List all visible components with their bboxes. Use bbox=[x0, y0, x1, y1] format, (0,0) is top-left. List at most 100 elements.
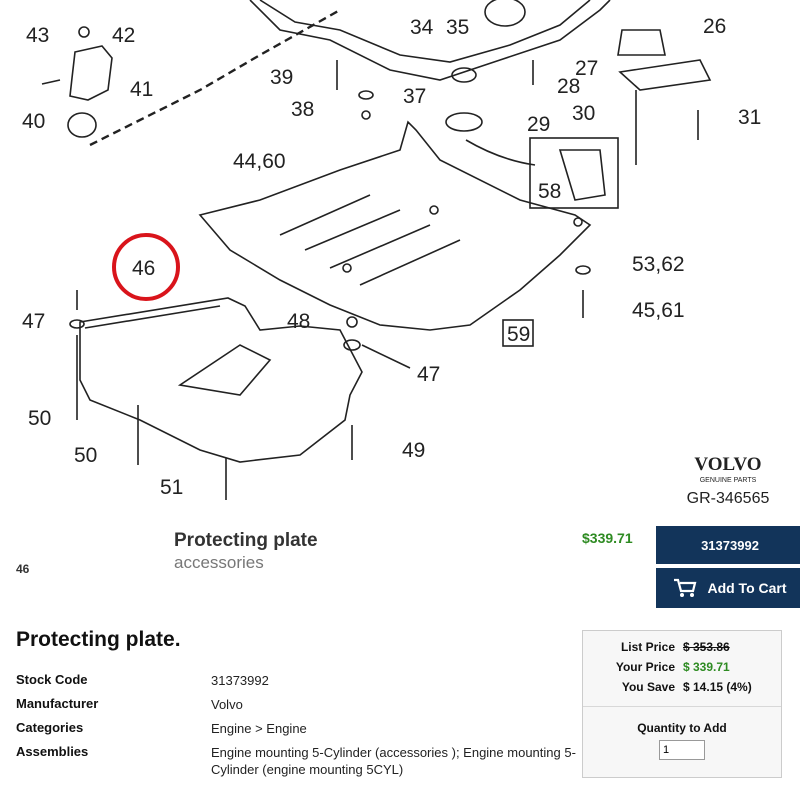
dashed-leader bbox=[89, 8, 341, 147]
callout-label: 47 bbox=[22, 310, 45, 333]
your-price-row: Your Price $ 339.71 bbox=[583, 660, 781, 674]
spec-label: Manufacturer bbox=[16, 696, 99, 711]
box-59 bbox=[502, 319, 534, 347]
callout-label: 38 bbox=[291, 98, 314, 121]
spec-row-categories: Categories Engine > Engine bbox=[16, 720, 576, 737]
list-price-value: $ 353.86 bbox=[683, 640, 730, 654]
callout-label: 44,60 bbox=[233, 150, 286, 173]
list-price-row: List Price $ 353.86 bbox=[583, 640, 781, 654]
spec-table: Stock Code 31373992 Manufacturer Volvo C… bbox=[16, 672, 576, 785]
clip-48 bbox=[346, 316, 358, 328]
callout-label: 35 bbox=[446, 16, 469, 39]
callout-label: 50 bbox=[74, 444, 97, 467]
inset-box-58 bbox=[529, 137, 619, 209]
price-box: List Price $ 353.86 Your Price $ 339.71 … bbox=[582, 630, 782, 778]
washer-47 bbox=[343, 339, 361, 351]
quantity-input[interactable] bbox=[659, 740, 705, 760]
shield-rib bbox=[359, 239, 461, 286]
callout-label: 30 bbox=[572, 102, 595, 125]
price-divider bbox=[583, 706, 781, 707]
ref-number: 46 bbox=[16, 562, 30, 576]
callout-label: 58 bbox=[538, 180, 561, 203]
volvo-logo: VOLVO bbox=[694, 454, 761, 475]
add-to-cart-button[interactable]: Add To Cart bbox=[656, 568, 800, 608]
subframe-bushing bbox=[484, 0, 526, 27]
leader-58 bbox=[465, 139, 536, 166]
bolt-43 bbox=[41, 79, 61, 85]
shield-hole bbox=[573, 217, 583, 227]
callout-label: 53,62 bbox=[632, 253, 685, 276]
mount-26 bbox=[617, 29, 666, 56]
shield-rib bbox=[279, 194, 371, 236]
nut-38 bbox=[361, 110, 371, 120]
spec-value: Engine > Engine bbox=[211, 721, 307, 736]
callout-label: 50 bbox=[28, 407, 51, 430]
engine-mount-bracket bbox=[69, 45, 113, 101]
spec-value: 31373992 bbox=[211, 673, 269, 688]
callout-label: 39 bbox=[270, 66, 293, 89]
you-save-row: You Save $ 14.15 (4%) bbox=[583, 680, 781, 694]
callout-label: 45,61 bbox=[632, 299, 685, 322]
callout-label: 26 bbox=[703, 15, 726, 38]
bushing-29 bbox=[445, 112, 483, 132]
callout-label: 37 bbox=[403, 85, 426, 108]
spec-label: Assemblies bbox=[16, 744, 89, 759]
callout-label: 51 bbox=[160, 476, 183, 499]
part-number-button[interactable]: 31373992 bbox=[656, 526, 800, 564]
washer-47-left bbox=[69, 319, 85, 329]
add-to-cart-label: Add To Cart bbox=[707, 580, 787, 596]
engine-mount-rubber bbox=[67, 112, 97, 138]
cart-icon bbox=[674, 578, 697, 597]
protecting-plate bbox=[79, 297, 363, 463]
callout-labels: 43 42 41 40 34 35 26 27 28 39 37 38 30 3… bbox=[22, 15, 761, 499]
callout-label: 48 bbox=[287, 310, 310, 333]
callout-label: 41 bbox=[130, 78, 153, 101]
callout-label: 49 bbox=[402, 439, 425, 462]
exploded-view-drawing: 43 42 41 40 34 35 26 27 28 39 37 38 30 3… bbox=[22, 0, 770, 507]
part-title[interactable]: Protecting plate bbox=[174, 530, 318, 551]
your-price-label: Your Price bbox=[615, 660, 675, 674]
part-detail: Protecting plate. Stock Code 31373992 Ma… bbox=[0, 620, 800, 778]
subframe-inner bbox=[259, 0, 591, 63]
detail-title: Protecting plate. bbox=[16, 628, 181, 651]
part-subtitle: accessories bbox=[174, 553, 264, 572]
spec-value: Volvo bbox=[211, 697, 243, 712]
parts-diagram: 43 42 41 40 34 35 26 27 28 39 37 38 30 3… bbox=[22, 0, 770, 507]
spec-row-assemblies: Assemblies Engine mounting 5-Cylinder (a… bbox=[16, 744, 576, 778]
genuine-parts-label: GENUINE PARTS bbox=[700, 477, 757, 484]
callout-label: 34 bbox=[410, 16, 434, 39]
list-price-label: List Price bbox=[620, 640, 675, 654]
drawing-id: GR-346565 bbox=[687, 490, 770, 507]
bracket-28 bbox=[618, 59, 712, 91]
subframe-hole bbox=[451, 67, 477, 83]
part-number-label: 31373992 bbox=[701, 537, 759, 553]
part-price: $339.71 bbox=[582, 530, 633, 546]
callout-label: 40 bbox=[22, 110, 45, 133]
washer-37 bbox=[358, 90, 374, 100]
nut-42 bbox=[78, 26, 90, 38]
spec-label: Stock Code bbox=[16, 672, 88, 687]
quantity-label: Quantity to Add bbox=[637, 721, 727, 735]
plate-vent bbox=[177, 344, 272, 396]
your-price-value: $ 339.71 bbox=[683, 660, 730, 674]
leader-47 bbox=[361, 344, 411, 369]
spec-label: Categories bbox=[16, 720, 84, 735]
spec-row-stock-code: Stock Code 31373992 bbox=[16, 672, 576, 689]
spec-value: Engine mounting 5-Cylinder (accessories … bbox=[211, 745, 576, 777]
callout-label: 28 bbox=[557, 75, 580, 98]
shield-rib bbox=[304, 209, 401, 251]
shield-hole bbox=[342, 263, 352, 273]
washer-53-62 bbox=[575, 265, 591, 275]
highlight-circle bbox=[112, 233, 180, 301]
callout-label: 43 bbox=[26, 24, 49, 47]
callout-label: 42 bbox=[112, 24, 135, 47]
you-save-label: You Save bbox=[621, 680, 675, 694]
you-save-value: $ 14.15 (4%) bbox=[683, 680, 752, 694]
callout-label: 47 bbox=[417, 363, 440, 386]
callout-label: 59 bbox=[507, 323, 530, 346]
plate-edge bbox=[84, 305, 221, 329]
subframe-outline bbox=[249, 0, 611, 81]
bracket-58 bbox=[558, 149, 606, 201]
part-row: 46 Protecting plate accessories $339.71 … bbox=[0, 520, 800, 620]
shield-hole bbox=[429, 205, 439, 215]
